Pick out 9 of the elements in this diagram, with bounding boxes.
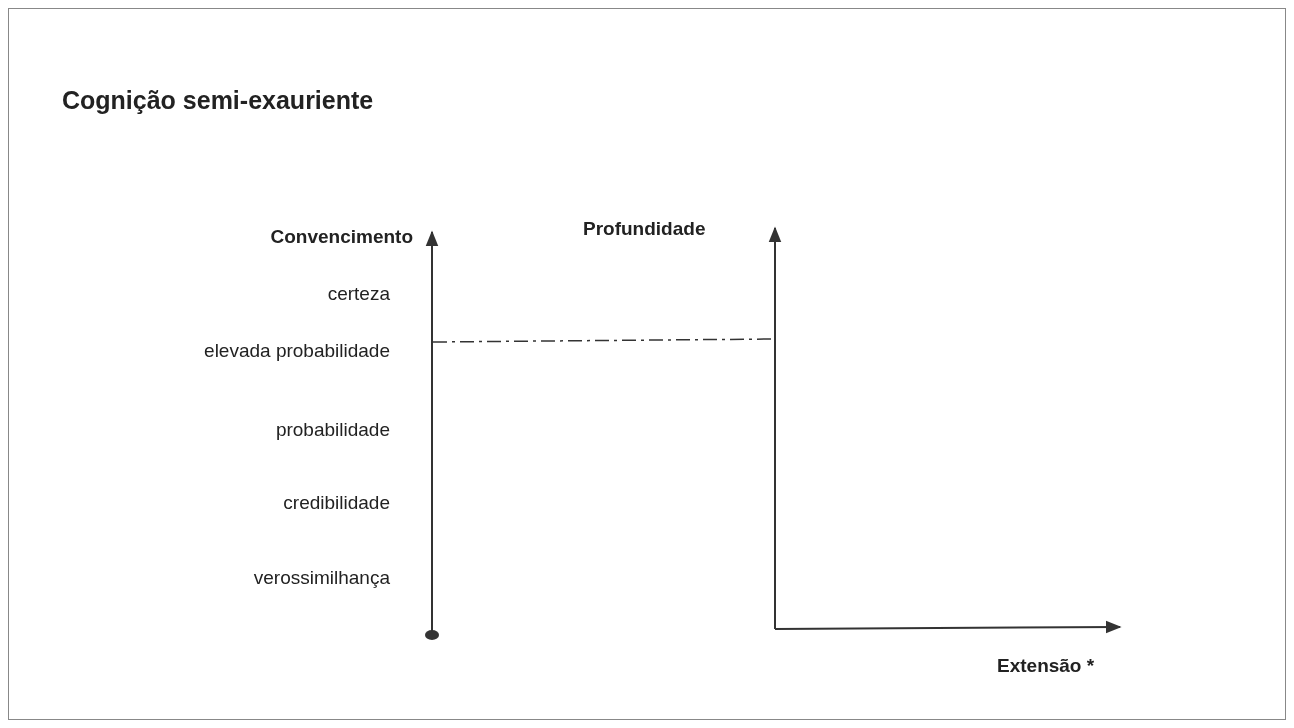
axis-label: Profundidade	[583, 218, 706, 240]
axis-label: Extensão *	[997, 655, 1095, 677]
level-label: certeza	[327, 283, 390, 305]
axis-label: Convencimento	[270, 226, 413, 248]
diagram-title: Cognição semi-exauriente	[62, 86, 374, 115]
level-label: credibilidade	[283, 492, 390, 514]
level-label: probabilidade	[275, 419, 390, 441]
level-label: elevada probabilidade	[204, 340, 390, 362]
level-label: verossimilhança	[253, 567, 390, 589]
